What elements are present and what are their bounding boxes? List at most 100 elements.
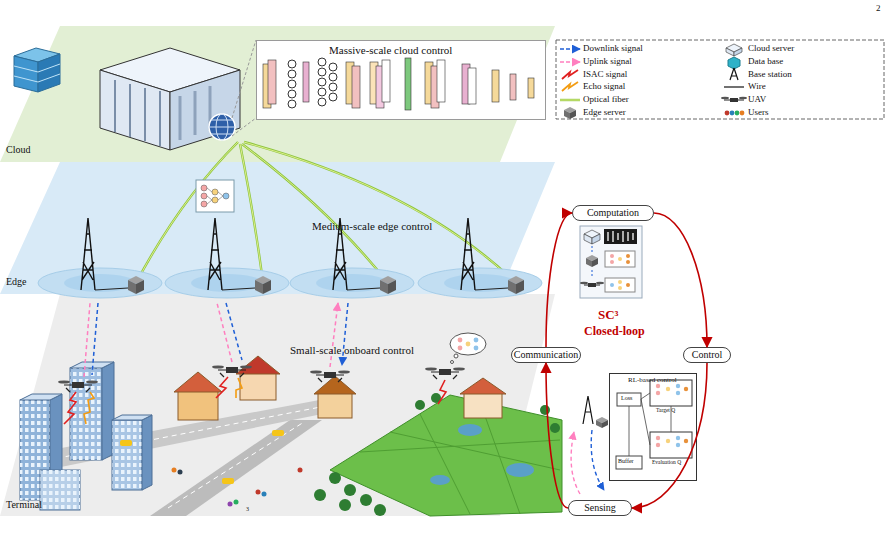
- onboard-model-bubble: [451, 361, 454, 364]
- legend-swatch: [730, 68, 738, 80]
- uav-symbol: [58, 380, 70, 383]
- coverage-area: [165, 268, 289, 298]
- layer-name: Edge: [6, 276, 27, 288]
- legend-swatch: [562, 70, 578, 79]
- user-group: [178, 470, 183, 475]
- neural-network-illustration: [329, 93, 337, 101]
- legend-swatch: [564, 110, 570, 119]
- legend-swatch: [728, 57, 740, 69]
- caption-fragment: 3: [246, 506, 249, 513]
- loop-stage-box: Computation: [572, 205, 654, 221]
- computation-illustration: [580, 282, 588, 284]
- rl-network-illustration: [666, 439, 670, 443]
- rl-network-illustration: [650, 432, 692, 458]
- cloud-server-building: [209, 114, 235, 140]
- city-building: [40, 470, 80, 510]
- rl-network-illustration: [656, 443, 660, 447]
- rl-network-illustration: [684, 387, 688, 391]
- legend-swatch: [726, 48, 734, 56]
- cloud-server-building: [170, 70, 240, 150]
- edge-server-cube: [136, 280, 144, 294]
- legend-swatch: [721, 97, 729, 99]
- neural-network-illustration: [268, 60, 276, 104]
- rl-network-illustration: [656, 391, 660, 395]
- onboard-model-bubble: [458, 346, 463, 351]
- rl-network-illustration: [616, 456, 642, 469]
- neural-network-illustration: [468, 68, 476, 104]
- edge-model-icon: [212, 197, 218, 203]
- legend-text: ISAC signal: [583, 69, 627, 79]
- cloud-server-building: [209, 120, 235, 134]
- rl-part-label: Loss: [621, 395, 632, 402]
- tree: [540, 405, 550, 415]
- edge-model-icon: [201, 193, 207, 199]
- edge-server-cube: [128, 280, 136, 294]
- rl-part-label: Target Q: [656, 407, 675, 413]
- computation-illustration: [626, 260, 630, 264]
- tree: [344, 484, 356, 496]
- node-label: Control: [684, 348, 730, 362]
- loop-uplink-signal: [571, 432, 580, 494]
- rl-network-illustration: [617, 393, 641, 406]
- loop-arrow: [546, 363, 568, 508]
- uav-symbol: [212, 365, 224, 368]
- neural-network-illustration: [352, 66, 360, 108]
- neural-network-illustration: [329, 83, 337, 91]
- city-building: [20, 394, 62, 400]
- uav-symbol: [439, 369, 451, 375]
- edge-server-cube: [255, 280, 263, 294]
- edge-server-cube: [388, 280, 396, 294]
- neural-network-illustration: [318, 98, 326, 106]
- legend-swatch: [734, 48, 742, 56]
- legend-text: Edge server: [583, 107, 626, 117]
- uav-symbol: [338, 370, 350, 373]
- coverage-area: [38, 268, 162, 298]
- computation-illustration: [618, 257, 622, 261]
- legend-swatch: [724, 86, 744, 87]
- echo-signal: [84, 392, 94, 424]
- edge-model-icon: [212, 189, 218, 195]
- city-building: [40, 470, 80, 510]
- neural-network-illustration: [405, 58, 411, 110]
- computation-illustration: [586, 258, 592, 267]
- edge-model-icon: [223, 193, 229, 199]
- loop-base-station: [583, 396, 593, 424]
- legend-swatch: [740, 111, 745, 116]
- rl-network-illustration: [656, 436, 660, 440]
- loop-downlink-signal: [591, 430, 604, 490]
- user-group: [256, 490, 261, 495]
- computation-illustration: [592, 234, 600, 244]
- neural-network-illustration: [318, 88, 326, 96]
- onboard-model-bubble: [474, 338, 479, 343]
- rl-network-illustration: [666, 387, 670, 391]
- node-label: Communication: [512, 348, 580, 362]
- rl-network-illustration: [676, 443, 680, 447]
- user-group: [234, 500, 239, 505]
- computation-illustration: [618, 280, 622, 284]
- rl-network-illustration: [676, 391, 680, 395]
- neural-network-illustration: [329, 63, 337, 71]
- edge-model-icon: [201, 201, 207, 207]
- computation-illustration: [580, 226, 642, 298]
- rl-network-illustration: [676, 436, 680, 440]
- rl-part-label: Evaluation Q: [652, 459, 681, 465]
- legend-frame: [556, 40, 884, 119]
- tree: [550, 423, 560, 433]
- legend-swatch: [560, 44, 747, 119]
- neural-network-illustration: [303, 62, 309, 102]
- legend-text: Echo signal: [583, 81, 625, 91]
- house: [464, 392, 502, 418]
- car: [120, 440, 132, 446]
- neural-network-illustration: [318, 58, 326, 66]
- uav-symbol: [86, 380, 98, 383]
- computation-illustration: [610, 254, 614, 258]
- user-group: [228, 502, 233, 507]
- edge-model-icon: [196, 180, 234, 212]
- legend-swatch: [739, 97, 747, 99]
- loop-stage-box: Control: [683, 347, 731, 363]
- band-shape: [0, 162, 555, 294]
- rl-part-label: Buffer: [618, 458, 634, 465]
- user-group: [262, 492, 267, 497]
